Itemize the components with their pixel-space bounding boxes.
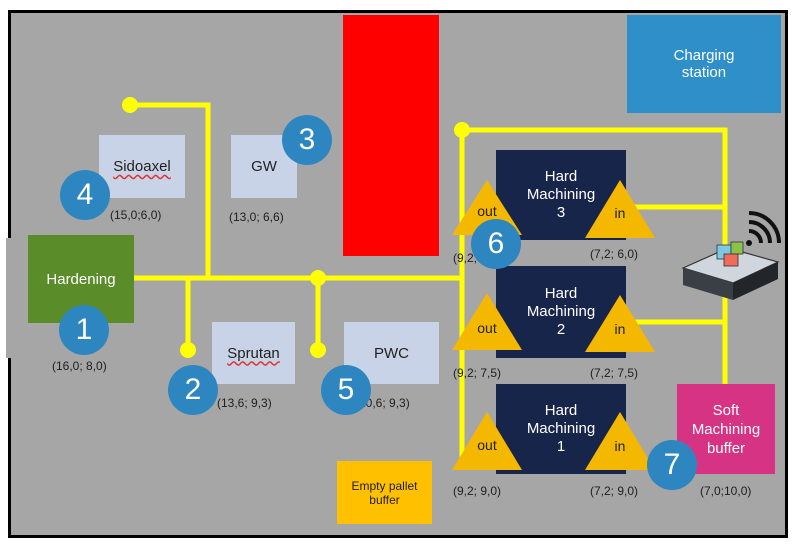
hm3-in-triangle [585, 180, 655, 238]
soft-buffer-line3: buffer [706, 439, 746, 457]
hm3-line1: Hard [544, 168, 578, 185]
hm2-in-coord: (7,2; 7,5) [590, 366, 639, 380]
soft-buffer-line2: Machining [691, 420, 761, 438]
soft-buffer-line1: Soft [712, 401, 740, 419]
hm1-line3: 1 [556, 438, 566, 455]
gw-coord: (13,0; 6,6) [229, 210, 284, 224]
pwc-label: PWC [374, 344, 409, 362]
hm1-in-coord: (7,2; 9,0) [590, 484, 639, 498]
hm3-in-coord: (7,2; 6,0) [590, 247, 639, 261]
hm2-line2: Machining [526, 303, 596, 320]
hm1-line2: Machining [526, 420, 596, 437]
path-node-pwc [310, 342, 326, 358]
entry-gap-left [6, 238, 14, 358]
charging-line1: Charging [673, 47, 735, 64]
path-top-right [459, 127, 728, 391]
badge-5: 5 [321, 365, 371, 415]
agv-body [681, 241, 780, 300]
path-node-sprutan [180, 342, 196, 358]
soft-buffer-coord: (7,0;10,0) [700, 484, 752, 498]
empty-pallet-line2: buffer [369, 492, 400, 507]
sprutan-station: Sprutan [212, 322, 295, 384]
hm1-out-triangle [452, 412, 522, 470]
gw-label: GW [251, 158, 277, 175]
badge-1: 1 [59, 305, 109, 355]
hm1-out-label: out [477, 437, 497, 453]
hm2-out-coord: (9,2; 7,5) [453, 366, 502, 380]
path-node-top-left [122, 97, 138, 113]
empty-pallet-line1: Empty pallet [351, 478, 418, 493]
badge-3: 3 [282, 115, 332, 165]
hm2-out-label: out [477, 320, 497, 336]
path-node-hm-top [454, 122, 470, 138]
hm2-in-label: in [614, 321, 626, 337]
sidoaxel-label: Sidoaxel [113, 158, 171, 175]
hardening-coord: (16,0; 8,0) [52, 359, 107, 373]
blocked-area [343, 15, 439, 256]
sprutan-label: Sprutan [227, 344, 280, 362]
empty-pallet-buffer: Empty pallet buffer [337, 461, 432, 524]
hardening-label: Hardening [46, 270, 116, 288]
hm3-line3: 3 [556, 204, 566, 221]
hm1-line1: Hard [544, 402, 578, 419]
charging-station: Charging station [627, 15, 781, 113]
badge-2: 2 [168, 365, 218, 415]
badge-6: 6 [471, 219, 521, 269]
hm1-in-triangle [585, 412, 655, 470]
hm1-out-coord: (9,2; 9,0) [453, 484, 502, 498]
sidoaxel-coord: (15,0;6,0) [110, 208, 162, 222]
hm2-out-triangle [452, 293, 522, 350]
badge-7: 7 [647, 440, 697, 490]
path-node-junction [310, 270, 326, 286]
charging-line2: station [681, 64, 727, 81]
badge-4: 4 [60, 170, 110, 220]
hm2-line3: 2 [556, 321, 566, 338]
path-top-left [127, 102, 211, 281]
hm2-line1: Hard [544, 285, 578, 302]
hm3-in-label: in [614, 205, 626, 221]
wifi-icon [746, 211, 781, 246]
hm3-out-label: out [477, 203, 497, 219]
sprutan-coord: (13,6; 9,3) [217, 396, 272, 410]
hm2-in-triangle [585, 295, 655, 352]
sidoaxel-station: Sidoaxel [99, 135, 185, 198]
hm3-line2: Machining [526, 186, 596, 203]
hm1-in-label: in [614, 438, 626, 454]
